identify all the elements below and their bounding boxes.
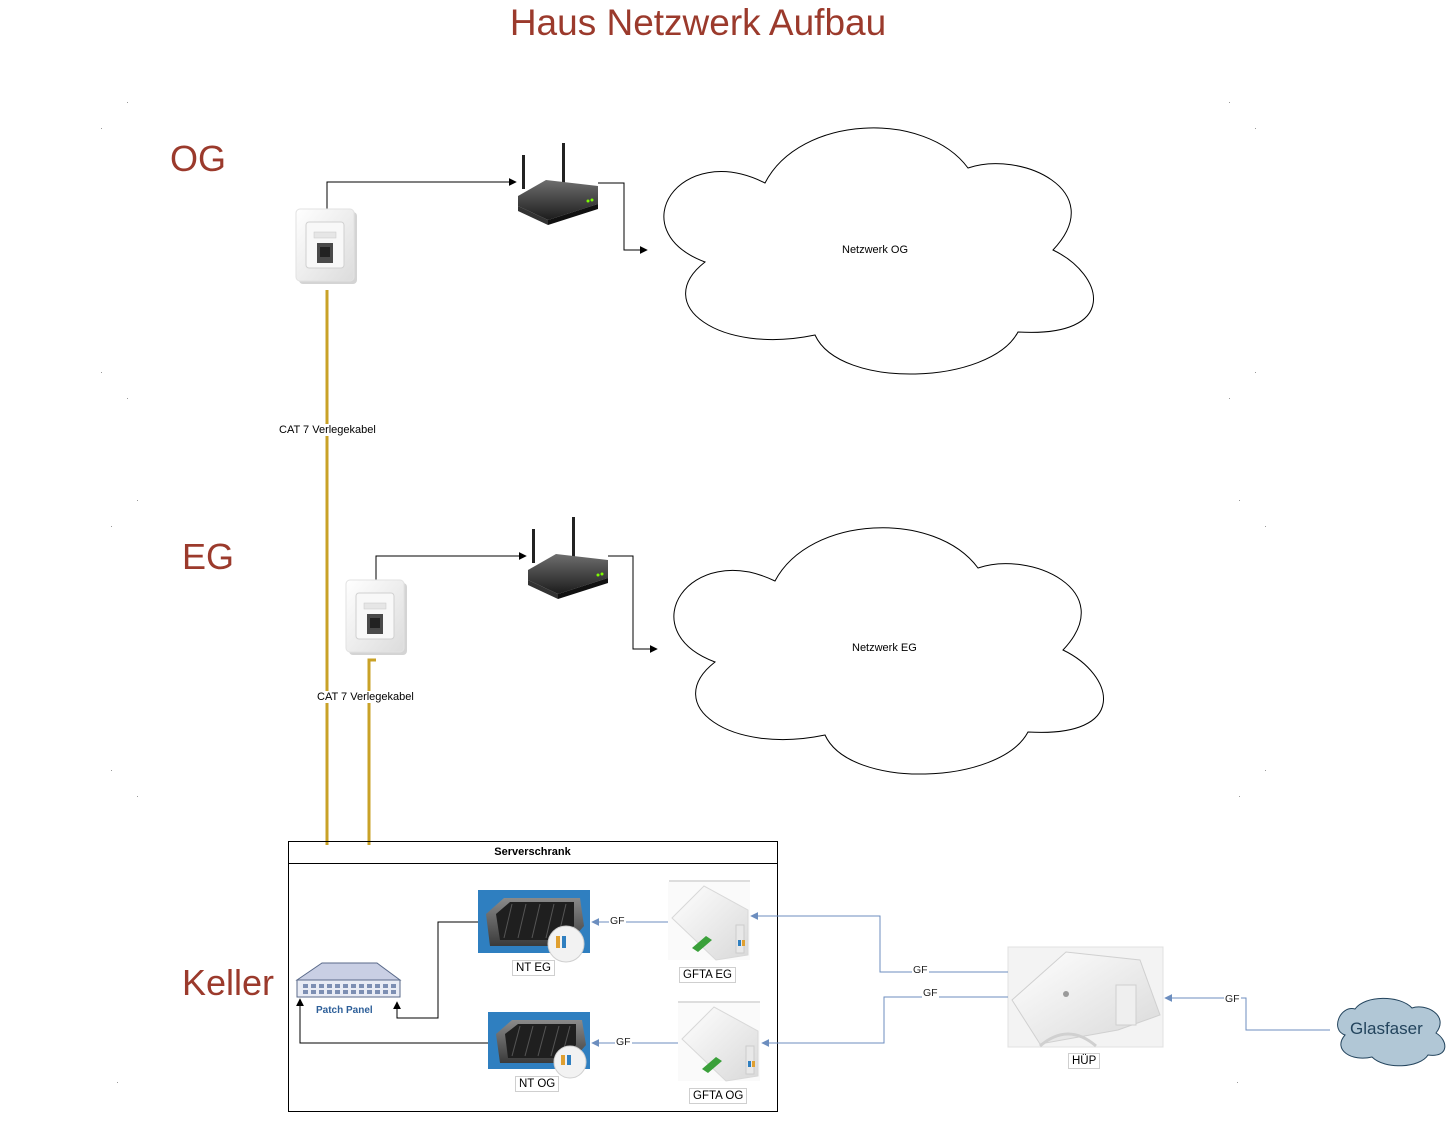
modem-icon <box>488 1012 590 1079</box>
cloud-label-netzwerk-og: Netzwerk OG <box>842 244 909 256</box>
link-label-gf: GF <box>609 915 626 927</box>
link-nt-eg-patchpanel <box>393 921 478 1019</box>
cable-label-og: CAT 7 Verlegekabel <box>278 424 377 436</box>
cloud-glasfaser <box>1337 997 1446 1067</box>
wall-socket-icon <box>345 579 407 655</box>
network-switch-icon <box>295 962 402 998</box>
cable-label-eg: CAT 7 Verlegekabel <box>316 691 415 703</box>
link-label-gf: GF <box>912 964 929 976</box>
wifi-router-icon <box>528 517 608 599</box>
diagram-title: Haus Netzwerk Aufbau <box>509 2 887 43</box>
floor-label-og: OG <box>170 138 227 179</box>
fiber-outlet-icon <box>678 1001 760 1082</box>
gfta-og-label: GFTA OG <box>689 1088 748 1104</box>
fiber-outlet-icon <box>668 880 750 961</box>
gfta-eg-label: GFTA EG <box>679 967 736 983</box>
link-nt-og-patchpanel <box>296 998 488 1044</box>
fiber-link-huep-gfta-eg <box>750 912 1008 973</box>
server-cabinet <box>288 841 778 1112</box>
link-label-gf: GF <box>615 1036 632 1048</box>
fiber-link-huep-gfta-og <box>761 996 1008 1047</box>
connector-socket-router-og <box>326 178 517 210</box>
cloud-netzwerk-eg <box>673 527 1104 775</box>
link-label-gf: GF <box>1224 993 1241 1005</box>
cloud-label-glasfaser: Glasfaser <box>1350 1019 1423 1038</box>
wifi-router-icon <box>518 143 598 225</box>
fiber-link-glasfaser-huep <box>1164 994 1330 1031</box>
cloud-label-netzwerk-eg: Netzwerk EG <box>852 642 917 654</box>
cat7-cable-eg <box>367 658 376 845</box>
modem-icon <box>478 890 590 963</box>
link-label-gf: GF <box>922 987 939 999</box>
connector-router-cloud-eg <box>608 555 658 653</box>
wall-socket-icon <box>295 208 357 284</box>
server-cabinet-title: Serverschrank <box>494 846 571 858</box>
nt-og-label: NT OG <box>515 1076 560 1092</box>
background-dots <box>101 102 1266 1083</box>
connector-router-cloud-og <box>598 182 648 254</box>
fiber-box-icon <box>1007 946 1164 1048</box>
huep-label: HÜP <box>1068 1053 1101 1069</box>
patch-panel-label: Patch Panel <box>316 1005 373 1016</box>
floor-label-keller: Keller <box>182 962 275 1003</box>
cloud-netzwerk-og <box>663 127 1094 375</box>
nt-eg-label: NT EG <box>512 960 555 976</box>
floor-label-eg: EG <box>182 536 235 577</box>
connector-socket-router-eg <box>375 552 527 580</box>
